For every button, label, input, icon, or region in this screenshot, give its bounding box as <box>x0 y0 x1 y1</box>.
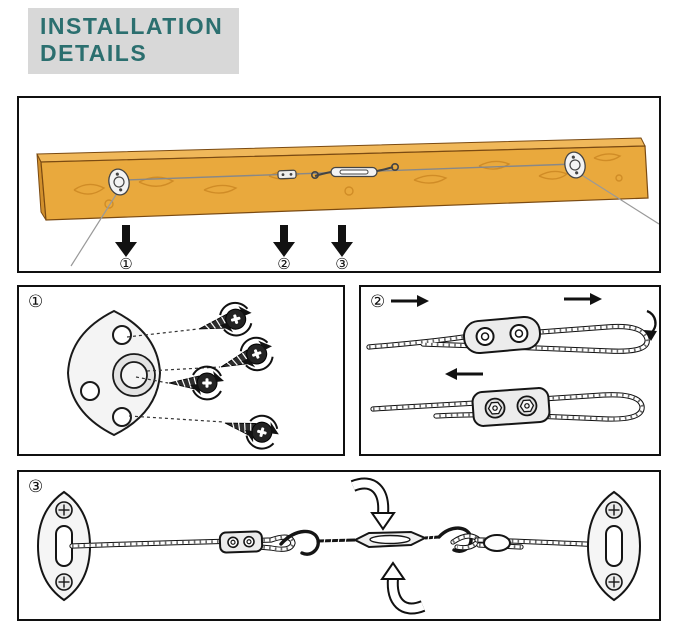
screw-bottom <box>220 406 284 454</box>
wire-left-extension <box>70 189 120 267</box>
hex-bolt-right <box>516 395 538 417</box>
leader-line-3 <box>146 366 221 372</box>
title-line-2: DETAILS <box>40 40 148 67</box>
plate-hole-top <box>112 325 132 345</box>
step1-badge: ① <box>28 292 44 312</box>
title-line-1: INSTALLATION <box>40 13 224 39</box>
screw-middle-right <box>214 331 280 384</box>
wood-beam <box>36 137 649 221</box>
rope-clip-diagram <box>361 293 657 427</box>
d-ring <box>112 353 156 397</box>
screw-head-icon <box>55 573 73 591</box>
step3-badge: ③ <box>28 477 44 497</box>
overview-panel: ① ② ③ <box>17 96 661 273</box>
screw-head-icon <box>605 573 623 591</box>
plate-hole-left <box>80 381 100 401</box>
pad-eye-plate <box>66 309 162 437</box>
hex-bolt-left <box>484 397 506 419</box>
turnbuckle-assembly <box>317 530 440 549</box>
down-arrow-icon-3 <box>331 225 353 257</box>
overview-step1-marker: ① <box>119 255 132 271</box>
down-arrow-icon-1 <box>115 225 137 257</box>
rope-right <box>453 536 607 548</box>
overview-step3-marker: ③ <box>335 255 348 271</box>
screw-head-icon <box>605 501 623 519</box>
right-mount-plate <box>586 490 642 602</box>
turnbuckle <box>310 163 399 180</box>
page-title: INSTALLATION DETAILS <box>28 8 240 75</box>
duplex-clip-bottom <box>471 387 551 427</box>
leader-line-4 <box>128 415 225 423</box>
down-arrow-icon-2 <box>273 225 295 257</box>
pad-eye-screws-diagram <box>66 297 284 454</box>
overview-step2-marker: ② <box>277 255 290 271</box>
overview-diagram: ① ② ③ <box>36 137 659 271</box>
wire-right-extension <box>576 171 659 225</box>
pad-eye-right <box>564 151 586 179</box>
left-arrow-icon <box>445 368 483 380</box>
ferrule-clamp <box>483 534 511 552</box>
screw-head-icon <box>55 501 73 519</box>
right-arrow-icon-2 <box>564 293 602 305</box>
step2-badge: ② <box>370 292 386 312</box>
right-arrow-icon-1 <box>391 295 429 307</box>
duplex-clip-top <box>463 315 541 355</box>
turn-arrow-icon-bottom <box>380 561 426 615</box>
screw-top <box>193 297 258 346</box>
screw-middle-left <box>168 365 225 401</box>
curve-arrow-icon <box>644 309 657 341</box>
rope-clip-left <box>218 530 264 554</box>
step3-panel: ③ <box>17 470 661 621</box>
plate-hole-bottom <box>112 407 132 427</box>
left-mount-plate <box>36 490 92 602</box>
turn-arrow-icon-top <box>350 477 396 531</box>
step1-panel: ① <box>17 285 345 456</box>
step2-panel: ② <box>359 285 661 456</box>
wire-clip <box>277 169 297 180</box>
assembly-diagram <box>36 477 642 615</box>
pad-eye-left <box>108 168 130 196</box>
